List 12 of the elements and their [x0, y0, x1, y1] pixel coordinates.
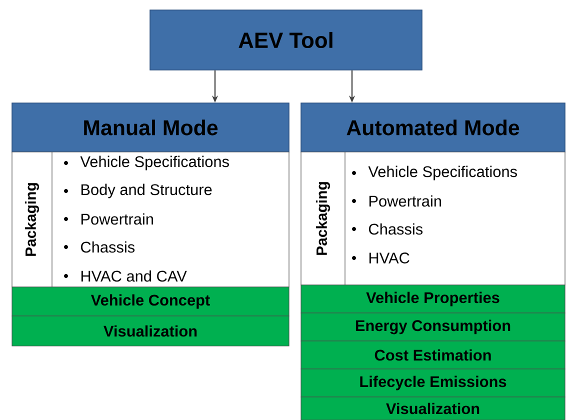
- feature-bar: Vehicle Concept: [12, 286, 290, 316]
- feature-bar: Energy Consumption: [300, 312, 566, 342]
- feature-bar: Vehicle Properties: [300, 284, 566, 314]
- feature-bar: Cost Estimation: [300, 340, 566, 370]
- packaging-panel: Packaging Vehicle Specifications Body and Structure Powertrain Chassis HVAC and CAV: [12, 152, 290, 288]
- feature-bar: Visualization: [12, 316, 290, 346]
- packaging-panel: Packaging Vehicle Specifications Powertrain Chassis HVAC: [300, 152, 566, 286]
- mode-header: Automated Mode: [300, 102, 566, 152]
- tool-box: AEV Tool: [150, 10, 422, 70]
- feature-bar: Lifecycle Emissions: [300, 368, 566, 398]
- mode-header: Manual Mode: [12, 102, 290, 152]
- feature-bar: Visualization: [300, 396, 566, 420]
